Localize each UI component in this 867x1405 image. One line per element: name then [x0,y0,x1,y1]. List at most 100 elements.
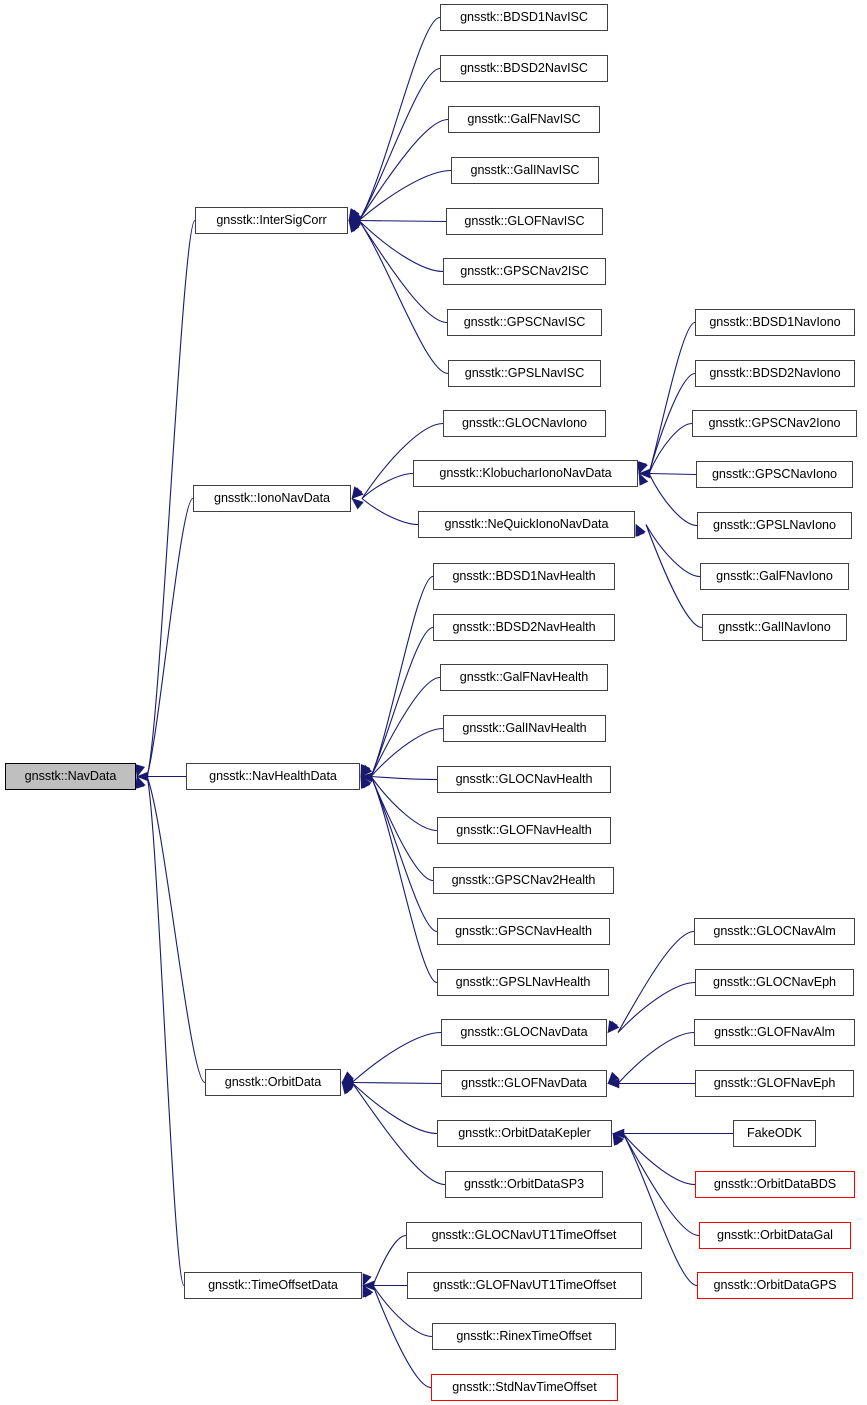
class-node-gpscnav2health[interactable]: gnsstk::GPSCNav2Health [433,867,614,894]
class-node-galfnavhealth[interactable]: gnsstk::GalFNavHealth [440,664,608,691]
class-node-bdsd2navhealth[interactable]: gnsstk::BDSD2NavHealth [433,614,615,641]
class-node-orbitdatagal[interactable]: gnsstk::OrbitDataGal [699,1222,851,1249]
class-node-gpslnavisc[interactable]: gnsstk::GPSLNavISC [448,360,601,387]
edges-group [134,16,733,1389]
class-node-glofnavalm[interactable]: gnsstk::GLOFNavAlm [694,1019,855,1046]
class-node-timeoffsetdata[interactable]: gnsstk::TimeOffsetData [184,1272,362,1299]
class-node-glofnavut1timeoffset[interactable]: gnsstk::GLOFNavUT1TimeOffset [407,1272,642,1299]
class-node-gpscnav2iono[interactable]: gnsstk::GPSCNav2Iono [692,410,857,437]
edge-bdsd2naviono-to-klobuchariononavdata [648,372,696,474]
class-node-bdsd1naviono[interactable]: gnsstk::BDSD1NavIono [695,309,855,336]
edge-orbitdatasp3-to-orbitdata [351,1082,446,1186]
arrowhead-klobuchariononavdata-to-iononavdata [351,487,364,500]
edge-gpslnavisc-to-intersigcorr [358,220,449,375]
edge-bdsd1navhealth-to-navhealthdata [370,575,434,777]
class-node-gpscnavisc[interactable]: gnsstk::GPSCNavISC [447,309,602,336]
class-node-gpscnavhealth[interactable]: gnsstk::GPSCNavHealth [437,918,610,945]
edge-glocnaviono-to-iononavdata [361,422,444,499]
class-node-galinavhealth[interactable]: gnsstk::GalINavHealth [443,715,606,742]
class-node-glocnaveph[interactable]: gnsstk::GLOCNavEph [695,969,854,996]
class-node-orbitdatagps[interactable]: gnsstk::OrbitDataGPS [697,1272,853,1299]
class-node-glofnavdata[interactable]: gnsstk::GLOFNavData [441,1070,607,1097]
class-node-iononavdata[interactable]: gnsstk::IonoNavData [193,485,351,512]
class-node-label: gnsstk::GLOFNavEph [713,1075,836,1090]
class-node-rinextimeoffset[interactable]: gnsstk::RinexTimeOffset [432,1323,616,1350]
class-node-label: gnsstk::BDSD2NavHealth [452,619,596,634]
arrowhead-stdnavtimeoffset-to-timeoffsetdata [362,1284,372,1298]
arrowhead-gpscnaviono-to-klobuchariononavdata [638,468,651,479]
class-node-bdsd2navisc[interactable]: gnsstk::BDSD2NavISC [440,55,608,82]
edge-galinaviono-to-nequickiononavdata [645,524,703,629]
arrowhead-navhealthdata-to-navdata [136,771,149,782]
class-node-glofnaveph[interactable]: gnsstk::GLOFNavEph [695,1070,854,1097]
class-node-fakeodk[interactable]: FakeODK [733,1120,816,1147]
class-node-label: gnsstk::BDSD2NavISC [460,60,588,75]
class-node-bdsd1navisc[interactable]: gnsstk::BDSD1NavISC [440,4,608,31]
arrowhead-timeoffsetdata-to-navdata [134,775,145,789]
edge-gpslnaviono-to-klobuchariononavdata [648,473,698,527]
class-node-label: gnsstk::StdNavTimeOffset [452,1379,597,1394]
class-node-nequickiononavdata[interactable]: gnsstk::NeQuickIonoNavData [418,511,635,538]
class-node-label: gnsstk::TimeOffsetData [208,1277,338,1292]
edge-rinextimeoffset-to-timeoffsetdata [372,1285,433,1338]
class-node-navdata[interactable]: gnsstk::NavData [5,763,136,790]
class-node-glocnavalm[interactable]: gnsstk::GLOCNavAlm [694,918,855,945]
class-node-orbitdatakepler[interactable]: gnsstk::OrbitDataKepler [437,1120,612,1147]
class-node-label: gnsstk::GPSLNavIono [713,517,836,532]
edge-bdsd2navisc-to-intersigcorr [358,67,441,221]
arrowhead-gpslnavhealth-to-navhealthdata [360,775,371,789]
edge-gpscnav2iono-to-klobuchariononavdata [648,422,693,474]
arrowhead-fakeodk-to-orbitdatakepler [612,1128,625,1139]
class-node-label: gnsstk::OrbitDataBDS [713,1176,837,1191]
class-node-klobuchariononavdata[interactable]: gnsstk::KlobucharIonoNavData [413,460,638,487]
class-node-galinavisc[interactable]: gnsstk::GalINavISC [451,157,599,184]
class-node-gpslnavhealth[interactable]: gnsstk::GPSLNavHealth [437,969,609,996]
edge-timeoffsetdata-to-navdata [146,776,185,1287]
class-node-glocnavdata[interactable]: gnsstk::GLOCNavData [441,1019,607,1046]
class-node-gpscnaviono[interactable]: gnsstk::GPSCNavIono [696,461,853,488]
class-node-label: gnsstk::GLOCNavAlm [713,923,836,938]
arrowhead-orbitdatagps-to-orbitdatakepler [612,1132,623,1146]
class-node-glofnavhealth[interactable]: gnsstk::GLOFNavHealth [437,817,611,844]
class-node-label: gnsstk::BDSD1NavHealth [452,568,596,583]
edge-glocnavhealth-to-navhealthdata [370,775,438,781]
class-node-glofnavisc[interactable]: gnsstk::GLOFNavISC [446,208,603,235]
arrowhead-orbitdatasp3-to-orbitdata [341,1081,353,1095]
class-node-label: gnsstk::BDSD2NavIono [709,365,841,380]
class-node-glocnavut1timeoffset[interactable]: gnsstk::GLOCNavUT1TimeOffset [406,1222,642,1249]
arrowhead-glofnaveph-to-glofnavdata [607,1078,620,1089]
class-node-label: gnsstk::GPSLNavHealth [455,974,591,989]
class-node-glocnavhealth[interactable]: gnsstk::GLOCNavHealth [437,766,611,793]
class-node-label: gnsstk::GalINavIono [718,619,831,634]
class-node-orbitdatabds[interactable]: gnsstk::OrbitDataBDS [695,1171,855,1198]
class-node-bdsd2naviono[interactable]: gnsstk::BDSD2NavIono [695,360,855,387]
class-node-orbitdata[interactable]: gnsstk::OrbitData [205,1069,341,1096]
arrowhead-gpscnav2iono-to-klobuchariononavdata [638,461,648,475]
edge-gpslnavhealth-to-navhealthdata [370,776,438,984]
class-node-label: gnsstk::OrbitDataGPS [713,1277,837,1292]
arrowhead-glocnaveph-to-glocnavdata [607,1020,620,1034]
class-node-label: gnsstk::GLOCNavIono [461,415,588,430]
class-node-gpscnav2isc[interactable]: gnsstk::GPSCNav2ISC [443,258,606,285]
class-node-label: gnsstk::NeQuickIonoNavData [444,516,609,531]
class-node-gpslnaviono[interactable]: gnsstk::GPSLNavIono [697,512,852,539]
class-node-label: gnsstk::BDSD1NavISC [460,9,588,24]
class-node-label: gnsstk::GPSCNavHealth [455,923,592,938]
edge-glocnavut1timeoffset-to-timeoffsetdata [372,1234,407,1286]
class-node-intersigcorr[interactable]: gnsstk::InterSigCorr [195,207,348,234]
class-node-galfnavisc[interactable]: gnsstk::GalFNavISC [448,106,600,133]
class-node-glocnaviono[interactable]: gnsstk::GLOCNavIono [443,410,606,437]
class-node-orbitdatasp3[interactable]: gnsstk::OrbitDataSP3 [445,1171,603,1198]
class-node-label: gnsstk::GPSCNavIono [711,466,838,481]
class-node-navhealthdata[interactable]: gnsstk::NavHealthData [186,763,360,790]
arrowhead-glofnavalm-to-glofnavdata [607,1071,620,1085]
edge-galinavhealth-to-navhealthdata [370,727,444,777]
class-node-bdsd1navhealth[interactable]: gnsstk::BDSD1NavHealth [433,563,615,590]
class-node-galinaviono[interactable]: gnsstk::GalINavIono [702,614,847,641]
class-node-label: gnsstk::GPSCNavISC [463,314,586,329]
edge-galfnavhealth-to-navhealthdata [370,676,441,777]
class-node-stdnavtimeoffset[interactable]: gnsstk::StdNavTimeOffset [431,1374,618,1401]
edge-galinavisc-to-intersigcorr [358,169,452,221]
class-node-galfnaviono[interactable]: gnsstk::GalFNavIono [700,563,849,590]
